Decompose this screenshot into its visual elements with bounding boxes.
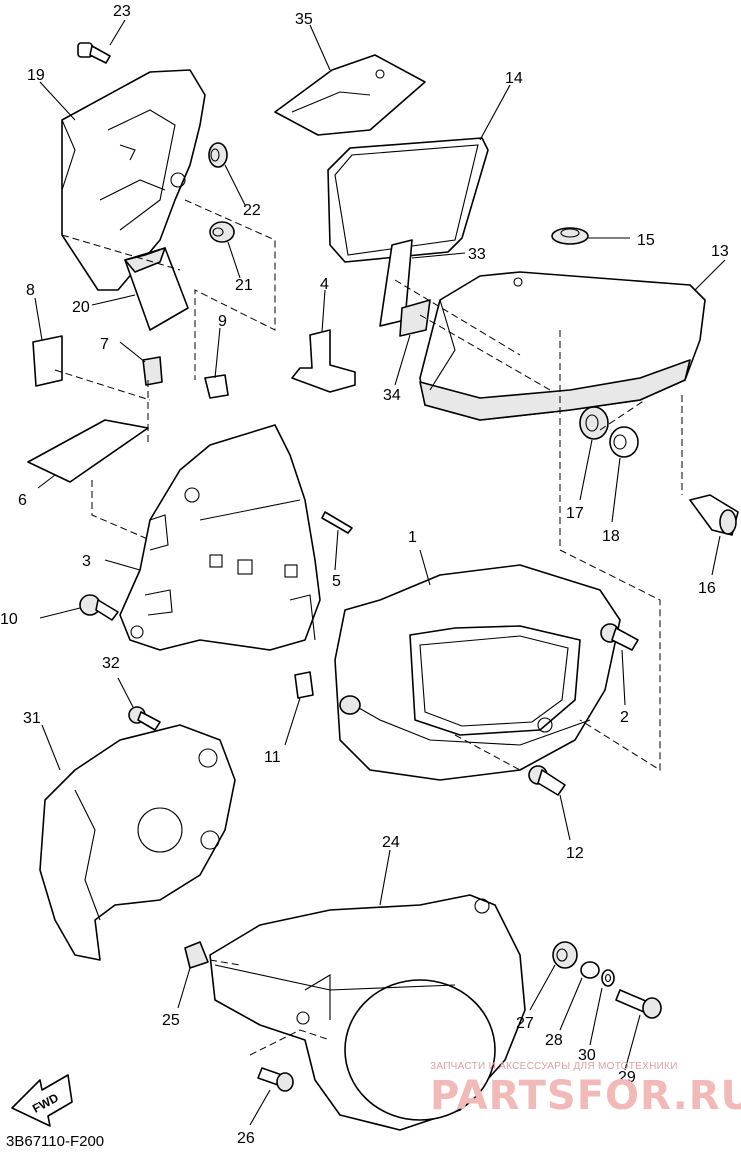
callout-1: 1 [408, 529, 417, 546]
cover-1 [334, 564, 621, 781]
callout-11: 11 [264, 749, 281, 766]
pad-8 [32, 335, 63, 387]
cover-24 [209, 894, 526, 1131]
grommet-27 [552, 941, 578, 969]
grommet-21 [209, 221, 235, 243]
screw-16 [689, 494, 739, 536]
callout-23: 23 [113, 3, 131, 20]
callout-31: 31 [23, 710, 41, 727]
callout-15: 15 [637, 232, 655, 249]
bracket-4 [291, 329, 356, 393]
nut-17 [579, 406, 609, 440]
callout-34: 34 [383, 387, 401, 404]
callout-9: 9 [218, 313, 227, 330]
callout-30: 30 [578, 1047, 596, 1064]
clip-9 [204, 374, 229, 399]
callout-22: 22 [243, 202, 261, 219]
callout-32: 32 [102, 655, 120, 672]
callout-7: 7 [100, 336, 109, 353]
damper-7 [142, 356, 163, 386]
callout-18: 18 [602, 528, 620, 545]
side-cover-19 [61, 69, 206, 291]
cover-13 [419, 271, 706, 421]
callout-27: 27 [516, 1015, 534, 1032]
callout-5: 5 [332, 573, 341, 590]
callout-25: 25 [162, 1012, 180, 1029]
bolt-26 [257, 1067, 294, 1092]
callout-29: 29 [618, 1069, 636, 1086]
washer-30 [601, 969, 615, 987]
clip-11 [294, 671, 314, 699]
pad-6 [27, 419, 149, 483]
callout-12: 12 [566, 845, 584, 862]
watermark-tagline: ЗАПЧАСТИ И АКСЕССУАРЫ ДЛЯ МОТОТЕХНИКИ [430, 1061, 678, 1072]
callout-26: 26 [237, 1130, 255, 1147]
callout-19: 19 [27, 67, 45, 84]
collar-28 [580, 961, 600, 979]
side-panel-14 [327, 137, 489, 263]
callout-3: 3 [82, 553, 91, 570]
bolt-2 [600, 623, 639, 651]
callout-17: 17 [566, 505, 584, 522]
callout-33: 33 [468, 246, 486, 263]
callout-13: 13 [711, 243, 729, 260]
fwd-arrow: FWD [11, 1074, 73, 1127]
callout-labels: 23 19 35 14 22 21 20 8 7 9 4 33 15 13 34… [0, 3, 729, 1147]
bolt-12 [528, 765, 566, 796]
callout-10: 10 [0, 611, 18, 628]
clip-25 [184, 941, 209, 969]
callout-14: 14 [505, 70, 523, 87]
callout-35: 35 [295, 11, 313, 28]
leader-lines [34, 19, 726, 1126]
cover-31 [39, 724, 236, 961]
callout-6: 6 [18, 492, 27, 509]
grommet-15 [551, 227, 589, 245]
callout-4: 4 [320, 276, 329, 293]
callout-28: 28 [545, 1032, 563, 1049]
bolt-32 [128, 706, 161, 731]
bolt-23 [77, 42, 111, 64]
callout-8: 8 [26, 282, 35, 299]
collar-18 [609, 426, 639, 458]
callout-21: 21 [235, 277, 253, 294]
callout-24: 24 [382, 834, 400, 851]
callout-16: 16 [698, 580, 716, 597]
bracket-3 [119, 424, 321, 651]
diagram-code: 3B67110-F200 [6, 1133, 105, 1150]
callout-2: 2 [620, 709, 629, 726]
strip-34 [399, 299, 431, 337]
pin-5 [321, 511, 353, 534]
callout-20: 20 [72, 299, 90, 316]
grommet-22 [208, 142, 228, 168]
assembly-lines [54, 199, 683, 1056]
damper-20 [124, 247, 189, 331]
bolt-10 [79, 594, 119, 621]
bolt-29 [615, 989, 662, 1019]
emblem-35 [274, 54, 426, 136]
watermark-logo: PARTSFOR.RU [430, 1073, 741, 1119]
